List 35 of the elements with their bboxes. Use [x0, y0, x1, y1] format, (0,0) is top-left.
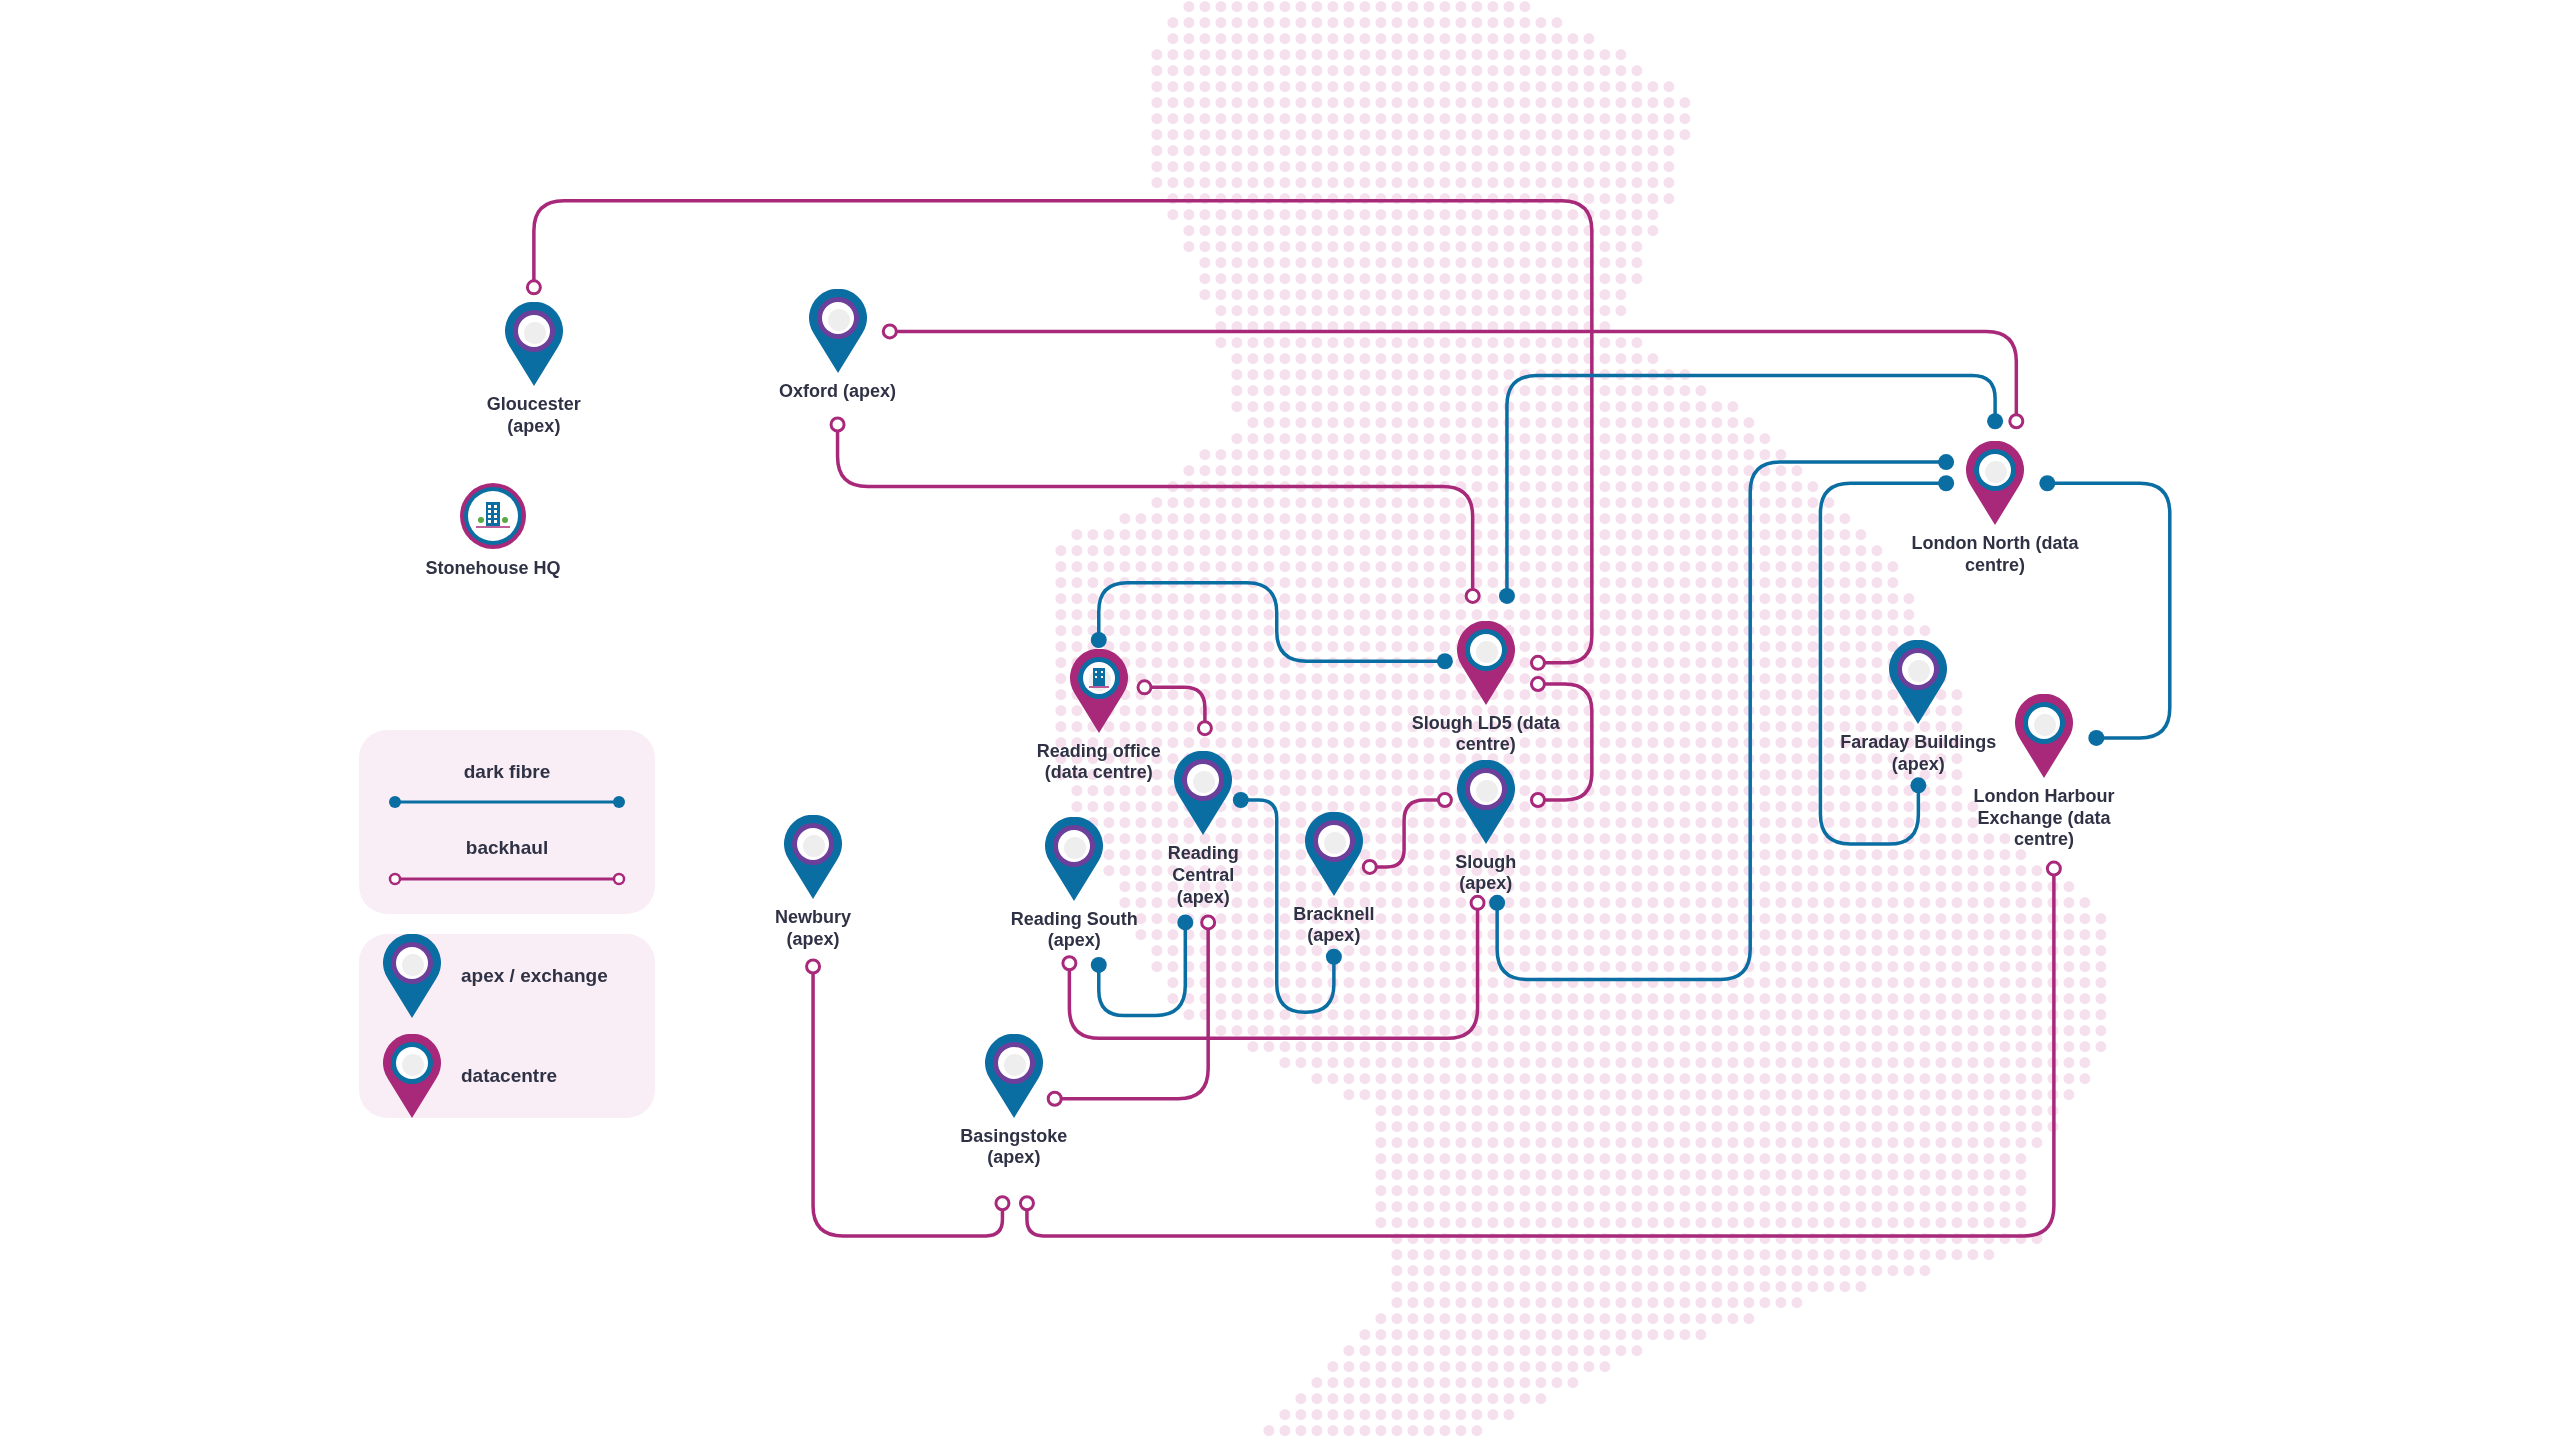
connector-line	[1090, 581, 1453, 670]
connector-line	[1361, 792, 1453, 875]
connector-line	[2039, 475, 2172, 746]
connector-line	[829, 416, 1481, 604]
connector-line	[1498, 373, 2004, 604]
legend-label: backhaul	[465, 836, 549, 860]
location-label: London Harbour Exchange (data centre)	[1972, 786, 2116, 852]
connector-line	[525, 199, 1594, 671]
connector-line	[1818, 475, 1955, 846]
location-label: Slough (apex)	[1454, 851, 1518, 895]
connector-line	[805, 958, 1011, 1238]
location-label: Reading Central (apex)	[1166, 843, 1240, 909]
connector-line	[881, 323, 2025, 430]
connector-line	[1489, 454, 1955, 982]
connector-line	[1529, 676, 1594, 808]
location-label: Reading South (apex)	[1009, 908, 1139, 952]
connector-line	[1136, 679, 1213, 737]
connector-line	[1090, 914, 1194, 1018]
location-label: London North (data centre)	[1910, 533, 2080, 577]
legend-label: apex / exchange	[461, 963, 608, 988]
location-label: Newbury (apex)	[774, 907, 853, 951]
location-label: Bracknell (apex)	[1292, 903, 1376, 947]
legend-label: dark fibre	[463, 759, 551, 784]
location-label: Basingstoke (apex)	[959, 1125, 1069, 1170]
location-label: Faraday Buildings (apex)	[1839, 732, 1998, 776]
location-label: Gloucester (apex)	[485, 394, 582, 438]
connector-line	[1061, 894, 1486, 1041]
location-label: Slough LD5 (data centre)	[1410, 712, 1561, 756]
location-label: Stonehouse HQ	[425, 557, 561, 580]
connector-line	[1232, 792, 1342, 1014]
location-label: Oxford (apex)	[779, 381, 897, 403]
connector-line	[1018, 860, 2062, 1238]
connector-line	[1046, 914, 1217, 1107]
location-label: Reading office (data centre)	[1035, 740, 1162, 784]
legend-label: datacentre	[461, 1063, 558, 1088]
